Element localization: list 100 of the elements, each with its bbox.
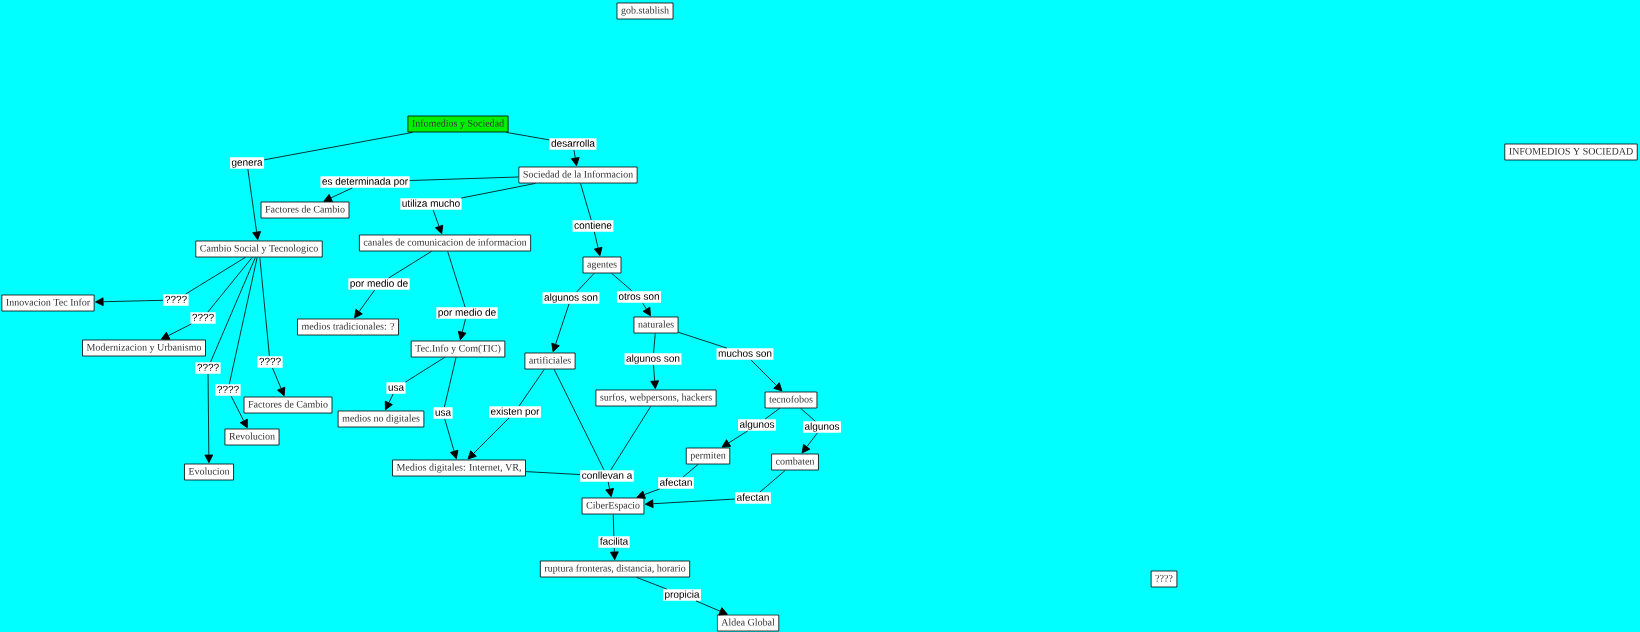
linking-phrase: por medio de — [436, 307, 498, 319]
linking-phrase: otros son — [616, 291, 662, 303]
arrow — [636, 488, 661, 499]
concept-box: Medios digitales: Internet, VR, — [392, 459, 526, 477]
connector-line — [678, 331, 728, 349]
concept-box: Cambio Social y Tecnologico — [195, 240, 323, 258]
linking-phrase: ???? — [215, 384, 241, 396]
connector-line — [409, 176, 519, 181]
linking-phrase: afectan — [658, 477, 694, 489]
connector-line — [653, 333, 656, 354]
concept-box: Modernizacion y Urbanismo — [82, 339, 206, 357]
linking-phrase: facilita — [598, 536, 630, 548]
arrow — [750, 359, 783, 392]
connector-line — [505, 132, 550, 141]
linking-phrase: algunos — [803, 421, 842, 433]
linking-phrase: utiliza mucho — [400, 198, 462, 210]
concept-box: artificiales — [524, 352, 576, 370]
concept-box: Factores de Cambio — [243, 396, 333, 414]
concept-box: Factores de Cambio — [260, 201, 350, 219]
arrow — [247, 168, 261, 241]
concept-box: medios tradicionales: ? — [297, 318, 399, 336]
connector-line — [518, 369, 545, 407]
arrow — [467, 417, 510, 460]
concept-box: Innovacion Tec Infor — [1, 294, 95, 312]
arrow — [272, 367, 286, 397]
linking-phrase: usa — [433, 407, 453, 419]
concept-box: combaten — [771, 453, 819, 471]
arrow — [432, 209, 444, 235]
arrow — [801, 432, 818, 454]
arrow — [610, 547, 619, 561]
connector-line — [580, 183, 592, 221]
connector-line — [210, 257, 256, 363]
concept-box: ???? — [1150, 570, 1178, 588]
linking-phrase: contiene — [572, 220, 614, 232]
linking-phrase: por medio de — [348, 278, 410, 290]
connector-line — [185, 257, 246, 295]
concept-box: Infomedios y Sociedad — [407, 115, 509, 133]
linking-phrase: ???? — [195, 362, 221, 374]
concept-box: gob.stablish — [616, 2, 674, 20]
arrow — [384, 393, 394, 411]
linking-phrase: muchos son — [716, 348, 774, 360]
arrow — [551, 303, 570, 353]
concept-box: INFOMEDIOS Y SOCIEDAD — [1504, 143, 1638, 161]
arrow — [354, 289, 376, 319]
concept-box: permiten — [685, 447, 731, 465]
arrow — [695, 600, 728, 616]
arrow — [644, 498, 736, 509]
arrow — [650, 364, 660, 390]
concept-box: canales de comunicacion de informacion — [359, 234, 532, 252]
connector-line — [525, 471, 581, 475]
arrow — [571, 149, 580, 167]
concept-box: agentes — [582, 256, 622, 274]
concept-box: naturales — [633, 316, 679, 334]
concept-box: Revolucion — [224, 428, 280, 446]
connector-line — [263, 132, 413, 161]
connector-line — [259, 257, 270, 357]
linking-phrase: usa — [386, 382, 406, 394]
linking-phrase: existen por — [489, 406, 541, 418]
arrow — [160, 323, 192, 340]
concept-box: Tec.Info y Com(TIC) — [410, 340, 506, 358]
connector-line — [576, 273, 595, 293]
linking-phrase: algunos son — [624, 353, 682, 365]
linking-phrase: algunos — [738, 419, 777, 431]
concept-box: ruptura fronteras, distancia, horario — [539, 560, 691, 578]
linking-phrase: genera — [229, 157, 265, 169]
linking-phrase: propicia — [663, 589, 701, 601]
connector-line — [228, 257, 258, 385]
arrow — [95, 297, 164, 307]
linking-phrase: algunos son — [542, 292, 600, 304]
connector-line — [388, 251, 432, 279]
connector-line — [611, 273, 633, 292]
arrow — [204, 373, 214, 464]
arrow — [721, 430, 748, 448]
linking-phrase: ???? — [257, 356, 283, 368]
arrow — [323, 187, 353, 202]
linking-phrase: ???? — [163, 294, 189, 306]
arrow — [230, 395, 248, 429]
connector-line — [682, 464, 699, 478]
linking-phrase: es determinada por — [320, 176, 410, 188]
concept-box: medios no digitales — [337, 410, 425, 428]
linking-phrase: desarrolla — [549, 138, 597, 150]
connector-line — [612, 514, 615, 537]
concept-box: tecnofobos — [764, 391, 818, 409]
concept-box: surfos, webpersons, hackers — [595, 389, 717, 407]
connector-line — [207, 257, 253, 313]
connector-line — [447, 251, 466, 308]
arrow — [593, 231, 603, 257]
connector-line — [444, 357, 457, 408]
linking-phrase: ???? — [190, 312, 216, 324]
connector-line — [800, 408, 816, 422]
connector-line — [405, 357, 446, 383]
concept-box: CiberEspacio — [581, 497, 645, 515]
connector-line — [553, 369, 605, 471]
connector-line — [759, 470, 786, 493]
connector-line — [636, 577, 668, 590]
arrow — [444, 418, 459, 460]
linking-phrase: conllevan a — [580, 470, 634, 482]
connector-line — [460, 183, 536, 199]
concept-box: Evolucion — [184, 463, 234, 481]
concept-box: Sociedad de la Informacion — [518, 166, 638, 184]
